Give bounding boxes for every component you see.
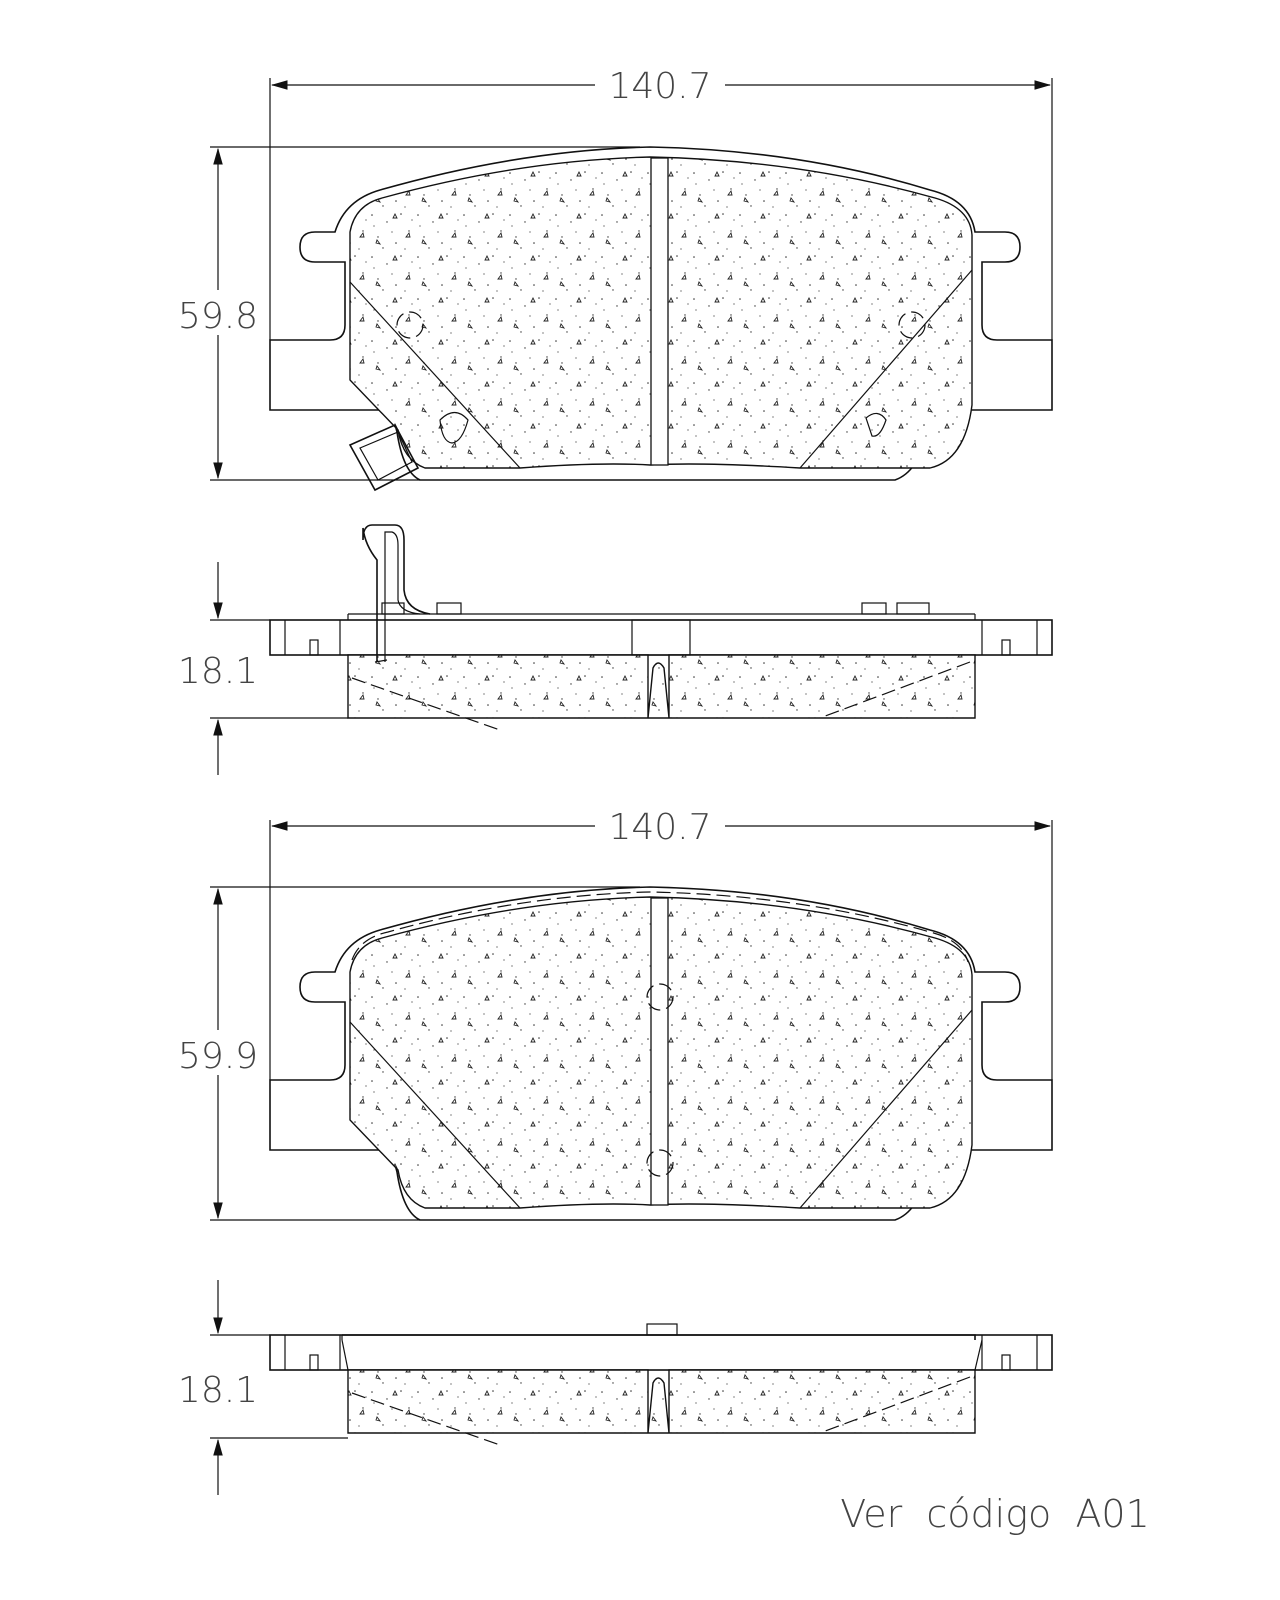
pad-2-height-label: 59.9 [178, 1036, 258, 1077]
pad-1-thickness-dimension: 18.1 [178, 562, 348, 775]
reference-note: Ver código A01 [840, 1492, 1150, 1536]
pad-2-thickness-dimension: 18.1 [178, 1280, 348, 1495]
pad-1-height-label: 59.8 [178, 296, 258, 337]
pad-2-width-label: 140.7 [608, 807, 711, 848]
pad-1-thickness-label: 18.1 [178, 651, 258, 692]
pad-1-front-view [269, 146, 1053, 492]
pad-2-width-dimension: 140.7 [269, 807, 1053, 1080]
pad-1-width-label: 140.7 [608, 66, 711, 107]
pad-2-side-view [269, 1323, 1053, 1446]
pad-1-height-dimension: 59.8 [178, 146, 640, 481]
pad-2-thickness-label: 18.1 [178, 1370, 258, 1411]
pad-1-width-dimension: 140.7 [269, 66, 1053, 340]
pad-2-height-dimension: 59.9 [178, 886, 640, 1221]
pad-2-front-view [269, 886, 1053, 1221]
pad-1-side-view [269, 524, 1053, 731]
wear-sensor-icon [348, 423, 420, 492]
